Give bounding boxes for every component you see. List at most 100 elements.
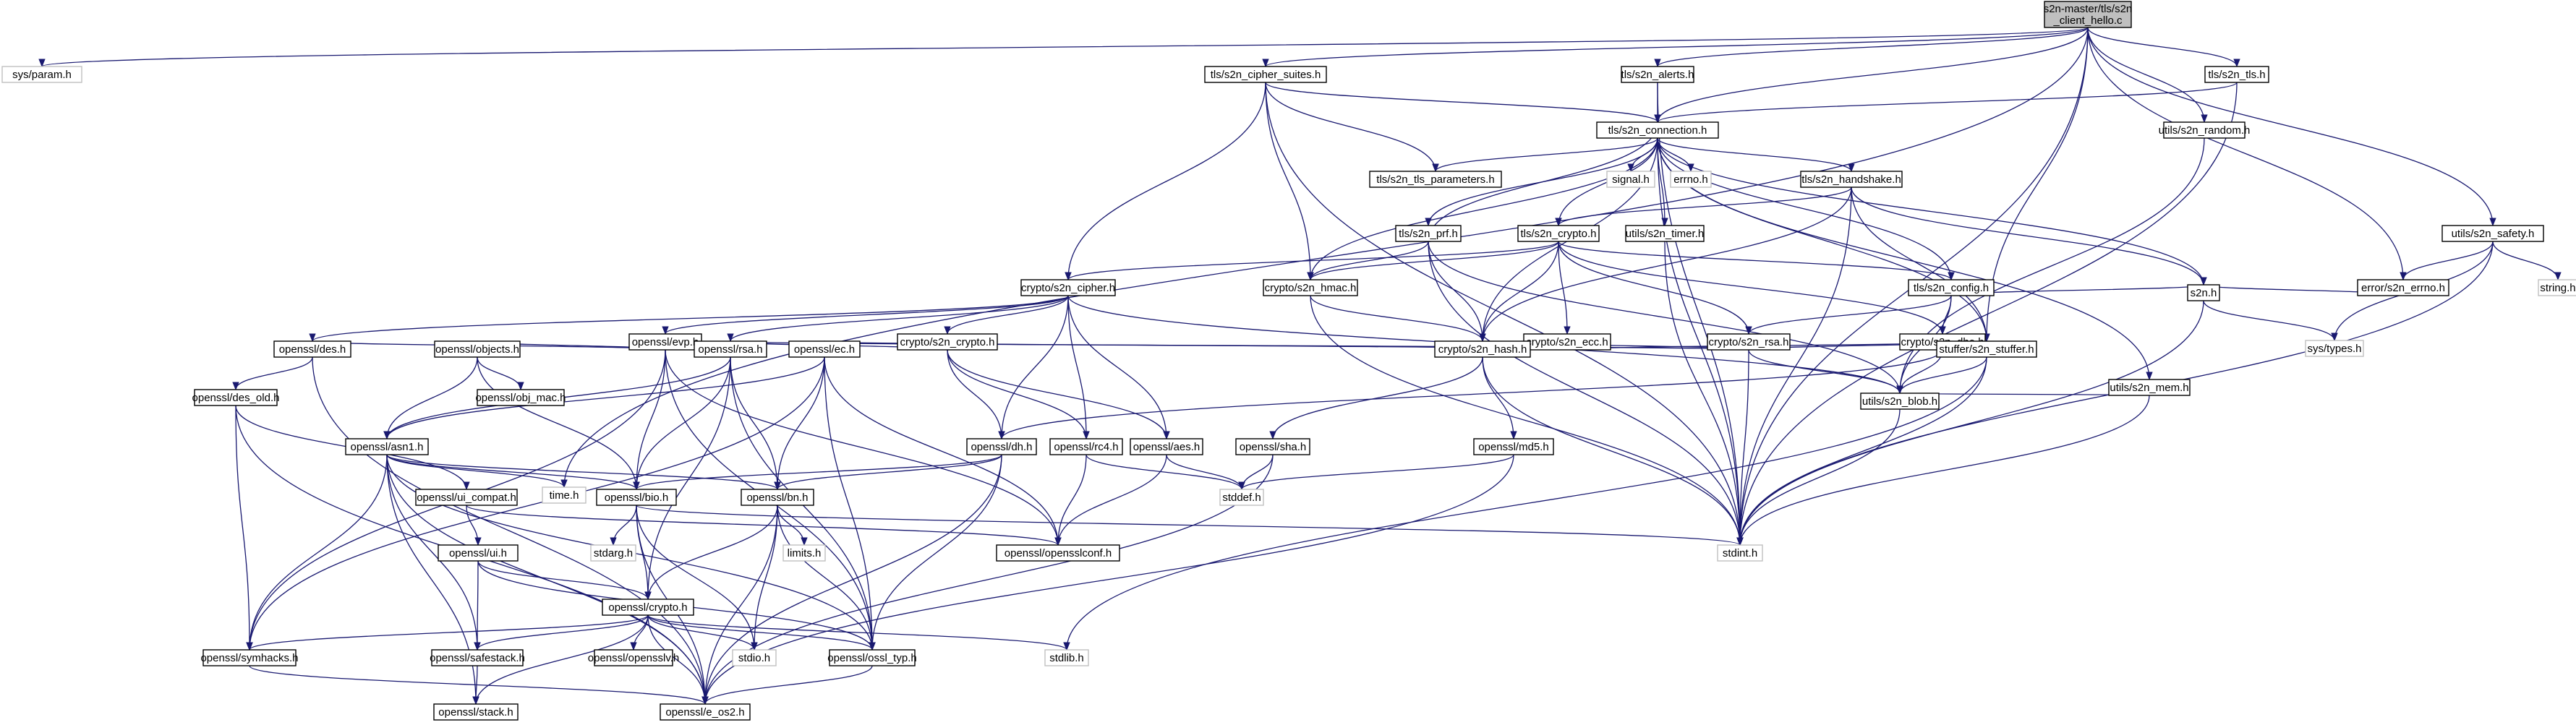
edge-root-to-stuffer xyxy=(1983,27,2089,343)
node-evp[interactable]: openssl/evp.h xyxy=(628,333,702,351)
node-label: tls/s2n_tls_parameters.h xyxy=(1376,173,1494,186)
node-root[interactable]: s2n-master/tls/s2n_client_hello.c xyxy=(2044,1,2133,28)
edge-handshake-to-s2n xyxy=(1851,186,2207,286)
node-box xyxy=(1936,340,2037,358)
node-symhacks[interactable]: openssl/symhacks.h xyxy=(200,649,299,666)
node-hash[interactable]: crypto/s2n_hash.h xyxy=(1434,340,1531,358)
edge-rc4-to-opensslconf xyxy=(1054,454,1087,546)
node-prf[interactable]: tls/s2n_prf.h xyxy=(1395,225,1462,242)
node-box xyxy=(542,486,587,504)
edge-ossl_typ-to-e_os2 xyxy=(701,665,873,705)
node-mem[interactable]: utils/s2n_mem.h xyxy=(2108,379,2191,396)
node-hmac[interactable]: crypto/s2n_hmac.h xyxy=(1263,279,1358,296)
node-ec[interactable]: openssl/ec.h xyxy=(788,340,861,358)
node-box xyxy=(1860,392,1940,410)
node-error-errno[interactable]: error/s2n_errno.h xyxy=(2357,279,2449,296)
edge-safety-to-error_errno xyxy=(2400,241,2494,281)
node-opensslv[interactable]: openssl/opensslv.h xyxy=(588,649,679,666)
node-connection[interactable]: tls/s2n_connection.h xyxy=(1596,121,1719,139)
node-aes[interactable]: openssl/aes.h xyxy=(1130,438,1203,455)
node-crypto[interactable]: tls/s2n_crypto.h xyxy=(1517,225,1600,242)
node-blob[interactable]: utils/s2n_blob.h xyxy=(1860,392,1940,410)
edge-aes-to-opensslconf xyxy=(1054,454,1167,546)
node-bn[interactable]: openssl/bn.h xyxy=(741,489,814,506)
node-label: stdarg.h xyxy=(594,547,633,559)
node-handshake[interactable]: tls/s2n_handshake.h xyxy=(1800,171,1903,188)
node-obj-mac[interactable]: openssl/obj_mac.h xyxy=(475,389,566,406)
edge-stuffer-to-stdlib xyxy=(1063,356,1987,651)
node-tls-params[interactable]: tls/s2n_tls_parameters.h xyxy=(1369,171,1502,188)
node-rsa[interactable]: crypto/s2n_rsa.h xyxy=(1707,333,1791,351)
node-box xyxy=(1434,340,1531,358)
node-ui-compat[interactable]: openssl/ui_compat.h xyxy=(415,489,518,506)
edge-stuffer-to-blob xyxy=(1896,356,1987,395)
node-box xyxy=(1395,225,1462,242)
edge-ec-to-symhacks xyxy=(246,356,825,651)
node-ecc[interactable]: crypto/s2n_ecc.h xyxy=(1523,333,1611,351)
node-dh[interactable]: openssl/dh.h xyxy=(966,438,1037,455)
node-label: stddef.h xyxy=(1222,492,1261,504)
node-label: openssl/bio.h xyxy=(605,492,668,504)
edge-asn1-to-bio xyxy=(386,454,640,491)
node-e-os2[interactable]: openssl/e_os2.h xyxy=(660,703,751,721)
node-box xyxy=(1596,121,1719,139)
node-des-old[interactable]: openssl/des_old.h xyxy=(192,389,280,406)
node-cipher-suites[interactable]: tls/s2n_cipher_suites.h xyxy=(1204,66,1327,83)
node-rc4[interactable]: openssl/rc4.h xyxy=(1049,438,1123,455)
edge-root-to-safety xyxy=(2087,27,2496,227)
node-cipher[interactable]: crypto/s2n_cipher.h xyxy=(1020,279,1116,296)
node-asn1[interactable]: openssl/asn1.h xyxy=(345,438,429,455)
node-ossl-rsa[interactable]: openssl/rsa.h xyxy=(694,340,767,358)
node-config[interactable]: tls/s2n_config.h xyxy=(1908,279,1995,296)
edge-cipher-to-ossl_rsa xyxy=(727,295,1069,343)
node-timer[interactable]: utils/s2n_timer.h xyxy=(1625,225,1705,242)
edge-des-to-des_old xyxy=(232,356,313,391)
edge-dh-to-ossl_typ xyxy=(869,454,1002,651)
node-safety[interactable]: utils/s2n_safety.h xyxy=(2441,225,2544,242)
node-crypto-crypto[interactable]: crypto/s2n_crypto.h xyxy=(897,333,998,351)
node-label: openssl/stack.h xyxy=(438,706,513,718)
node-box xyxy=(590,544,636,562)
node-bio[interactable]: openssl/bio.h xyxy=(596,489,677,506)
node-limits: limits.h xyxy=(782,544,826,562)
node-md5[interactable]: openssl/md5.h xyxy=(1473,438,1554,455)
edge-ossl_crypto-to-ossl_typ xyxy=(647,614,876,651)
edge-config-to-rsa xyxy=(1745,295,1952,335)
node-opensslconf[interactable]: openssl/opensslconf.h xyxy=(996,544,1120,562)
edge-rsa-to-blob xyxy=(1748,349,1903,395)
node-label: openssl/des.h xyxy=(279,343,346,356)
node-des[interactable]: openssl/des.h xyxy=(273,340,351,358)
node-alerts[interactable]: tls/s2n_alerts.h xyxy=(1621,66,1694,83)
edge-tls_tls-to-connection xyxy=(1654,82,2238,124)
node-ossl-crypto[interactable]: openssl/crypto.h xyxy=(602,599,694,616)
node-tls-tls[interactable]: tls/s2n_tls.h xyxy=(2204,66,2269,83)
node-box xyxy=(202,649,297,666)
node-ossl-typ[interactable]: openssl/ossl_typ.h xyxy=(827,649,917,666)
node-s2n[interactable]: s2n.h xyxy=(2187,284,2220,301)
node-label: crypto/s2n_cipher.h xyxy=(1021,282,1115,294)
edge-symhacks-to-e_os2 xyxy=(249,665,709,705)
node-label: openssl/sha.h xyxy=(1240,441,1307,453)
node-safestack[interactable]: openssl/safestack.h xyxy=(430,649,525,666)
node-objects[interactable]: openssl/objects.h xyxy=(434,340,521,358)
node-box xyxy=(1369,171,1502,188)
node-stdint: stdint.h xyxy=(1717,544,1763,562)
edge-root-to-cipher_suites xyxy=(1262,27,2089,68)
edge-blob-to-stdint xyxy=(1736,408,1901,546)
node-label: openssl/e_os2.h xyxy=(665,706,744,718)
node-stack[interactable]: openssl/stack.h xyxy=(433,703,519,721)
node-box xyxy=(2538,279,2576,296)
node-label: sys/param.h xyxy=(12,69,72,81)
node-sha[interactable]: openssl/sha.h xyxy=(1235,438,1310,455)
edge-crypto-to-hash xyxy=(1479,241,1559,343)
edge-handshake-to-crypto xyxy=(1555,186,1852,227)
node-random[interactable]: utils/s2n_random.h xyxy=(2159,121,2251,139)
node-box xyxy=(782,544,826,562)
edge-bn-to-e_os2 xyxy=(701,505,778,705)
edge-prf-to-blob xyxy=(1428,241,1903,395)
node-stuffer[interactable]: stuffer/s2n_stuffer.h xyxy=(1936,340,2037,358)
node-ui[interactable]: openssl/ui.h xyxy=(438,544,519,562)
edge-cipher_suites-to-tls_params xyxy=(1265,82,1439,173)
